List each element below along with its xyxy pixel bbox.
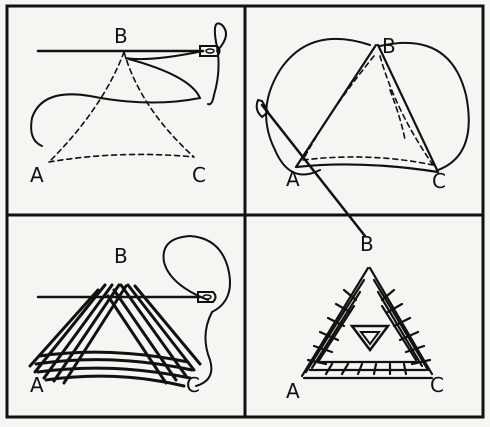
panel-step-1 bbox=[30, 22, 227, 163]
panel-3-label-a: A bbox=[30, 373, 44, 397]
woven-strands-bottom bbox=[34, 350, 194, 388]
thread-loop bbox=[162, 234, 231, 387]
panel-1-label-c: C bbox=[192, 163, 206, 187]
panel-4-label-b: B bbox=[360, 232, 374, 256]
panel-2-label-b: B bbox=[382, 34, 396, 58]
needle-icon bbox=[36, 291, 217, 303]
panel-2-label-a: A bbox=[286, 167, 300, 191]
panel-1-label-a: A bbox=[30, 163, 44, 187]
panel-2-label-c: C bbox=[432, 169, 446, 193]
panel-step-4 bbox=[300, 266, 434, 380]
panel-step-3 bbox=[28, 234, 231, 388]
stitch-guide-dashed bbox=[302, 55, 434, 166]
stitch-guide-dashed bbox=[48, 51, 195, 163]
panel-step-2 bbox=[255, 37, 470, 238]
needle-icon bbox=[255, 98, 367, 238]
panel-4-label-c: C bbox=[430, 373, 444, 397]
panel-4-label-a: A bbox=[286, 379, 300, 403]
panel-3-label-b: B bbox=[114, 244, 128, 268]
thread-loop bbox=[265, 37, 470, 176]
filled-triangle-stitches bbox=[300, 266, 434, 380]
thread-line bbox=[30, 22, 227, 147]
panel-1-label-b: B bbox=[114, 24, 128, 48]
panel-3-label-c: C bbox=[186, 373, 200, 397]
